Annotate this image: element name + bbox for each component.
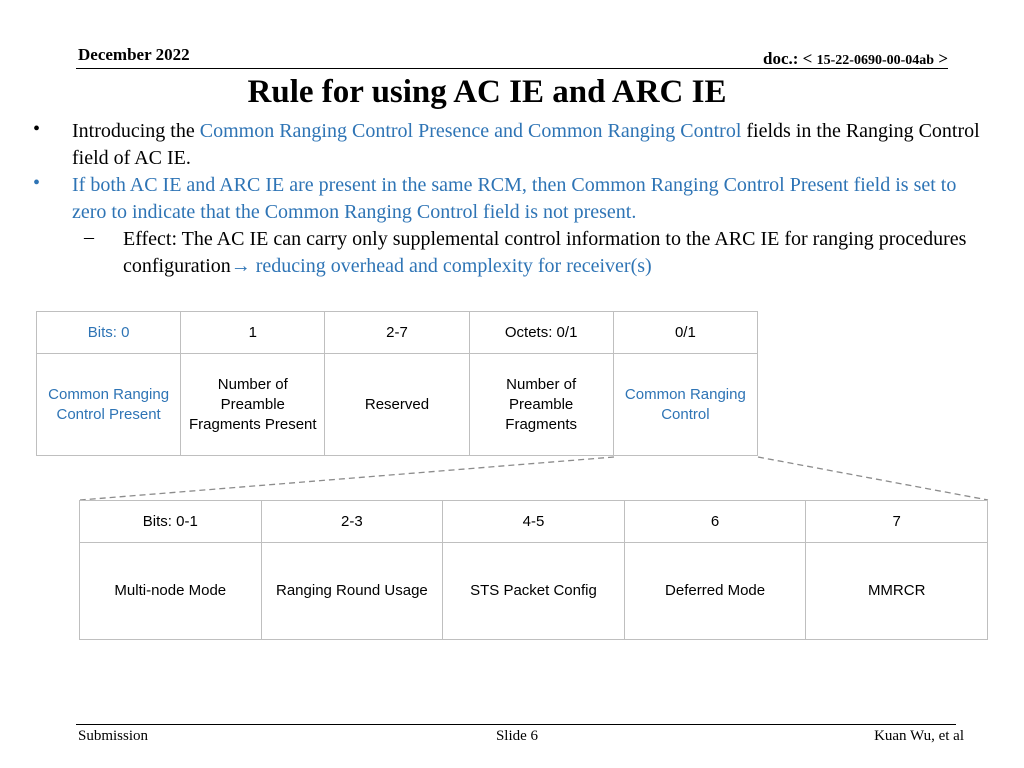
arrow-right-icon: → [230, 255, 251, 277]
table-cell: Octets: 0/1 [468, 311, 614, 354]
slide-title: Rule for using AC IE and ARC IE [247, 74, 727, 110]
table-cell: Bits: 0 [35, 311, 182, 354]
table-cell: 4-5 [442, 500, 625, 543]
doc-label: doc.: < [763, 49, 817, 68]
table-row: Bits: 0-1 2-3 4-5 6 7 [79, 500, 988, 543]
ranging-control-field-table: Bits: 0 1 2-7 Octets: 0/1 0/1 Common Ran… [35, 311, 759, 456]
doc-end: > [934, 49, 948, 68]
table-cell: Bits: 0-1 [79, 500, 262, 543]
sub-bullet-pre: Effect: The AC IE can carry only supplem… [123, 228, 967, 277]
doc-number: 15-22-0690-00-04ab [816, 53, 935, 68]
table-cell: Number of Preamble Fragments [468, 353, 614, 456]
table-cell: Multi-node Mode [79, 542, 262, 640]
sub-bullet-marker: – [84, 226, 94, 248]
bullet-1-pre: Introducing the [72, 120, 200, 142]
table-cell: Deferred Mode [623, 542, 807, 640]
table-cell: 6 [623, 500, 807, 543]
table-cell: Ranging Round Usage [260, 542, 444, 640]
connector-right [757, 456, 989, 501]
table-cell: Number of Preamble Fragments Present [180, 353, 326, 456]
bullet-1-text: Introducing the Common Ranging Control P… [72, 118, 982, 172]
header-date: December 2022 [78, 45, 190, 64]
table-row: Bits: 0 1 2-7 Octets: 0/1 0/1 [35, 311, 759, 354]
sub-bullet-highlight: reducing overhead and complexity for rec… [250, 255, 652, 277]
table-cell: 7 [805, 500, 988, 543]
bullet-1-marker: • [33, 118, 41, 140]
table-cell: Common Ranging Control Present [35, 353, 182, 456]
table-cell: Reserved [324, 353, 470, 456]
footer-divider [76, 724, 956, 725]
table-cell: MMRCR [805, 542, 988, 640]
table-row: Multi-node Mode Ranging Round Usage STS … [79, 542, 988, 640]
common-ranging-control-table: Bits: 0-1 2-3 4-5 6 7 Multi-node Mode Ra… [79, 500, 988, 640]
table-row: Common Ranging Control Present Number of… [35, 353, 759, 456]
sub-bullet-text: Effect: The AC IE can carry only supplem… [123, 226, 1003, 280]
bullet-1-highlight: Common Ranging Control Presence and Comm… [199, 120, 742, 142]
connector-left [79, 456, 615, 501]
bullet-2-text: If both AC IE and ARC IE are present in … [72, 174, 957, 223]
footer-submission: Submission [78, 728, 149, 744]
header-divider [76, 68, 948, 69]
footer-slide-number: Slide 6 [495, 728, 539, 744]
bullet-2-marker: • [33, 172, 41, 194]
table-cell: 1 [180, 311, 326, 354]
footer-author: Kuan Wu, et al [874, 728, 964, 744]
table-cell: 2-7 [324, 311, 470, 354]
table-cell: STS Packet Config [442, 542, 625, 640]
bullet-1-post: fields in the Ranging Control field of A… [72, 120, 980, 169]
table-cell: 0/1 [612, 311, 759, 354]
table-cell: 2-3 [260, 500, 444, 543]
header-doc-id: doc.: < 15-22-0690-00-04ab > [763, 49, 948, 69]
table-cell: Common Ranging Control [612, 353, 759, 456]
